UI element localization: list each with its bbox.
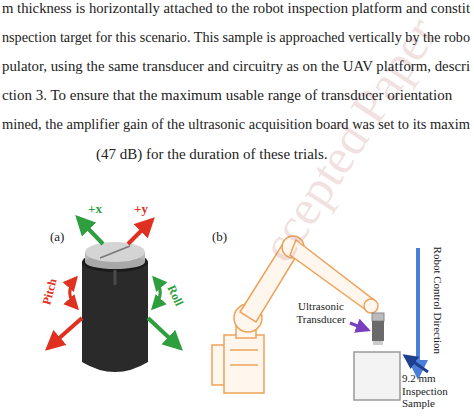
body-text: mined, the amplifier gain of the ultraso… xyxy=(2,116,470,133)
body-text: ction 3. To ensure that the maximum usab… xyxy=(2,87,452,104)
body-text: m thickness is horizontally attached to … xyxy=(2,0,470,17)
axis-label: +y xyxy=(134,202,148,217)
control-direction-arrow xyxy=(416,248,420,376)
axis-label: +x xyxy=(88,202,102,217)
body-text: nspection target for this scenario. This… xyxy=(2,29,470,46)
panel-label: (a) xyxy=(50,230,64,245)
part-label: 9.2 mm Inspection Sample xyxy=(402,372,458,410)
body-text: (47 dB) for the duration of these trials… xyxy=(96,146,328,163)
leader-arrow xyxy=(405,356,428,372)
part-label: Ultrasonic Transducer xyxy=(286,300,356,325)
body-text: pulator, using the same transducer and c… xyxy=(2,58,470,75)
transducer-figure xyxy=(48,218,180,372)
panel-label: (b) xyxy=(212,230,227,245)
axis-label: Pitch xyxy=(40,277,60,306)
watermark: ccepted Paper xyxy=(250,7,450,272)
axis-label: Roll xyxy=(164,283,186,308)
direction-label: Robot Control Direction xyxy=(432,246,445,354)
inspection-sample xyxy=(354,352,400,400)
ultrasonic-transducer-symbol xyxy=(372,313,384,345)
leader-arrow xyxy=(350,323,368,330)
